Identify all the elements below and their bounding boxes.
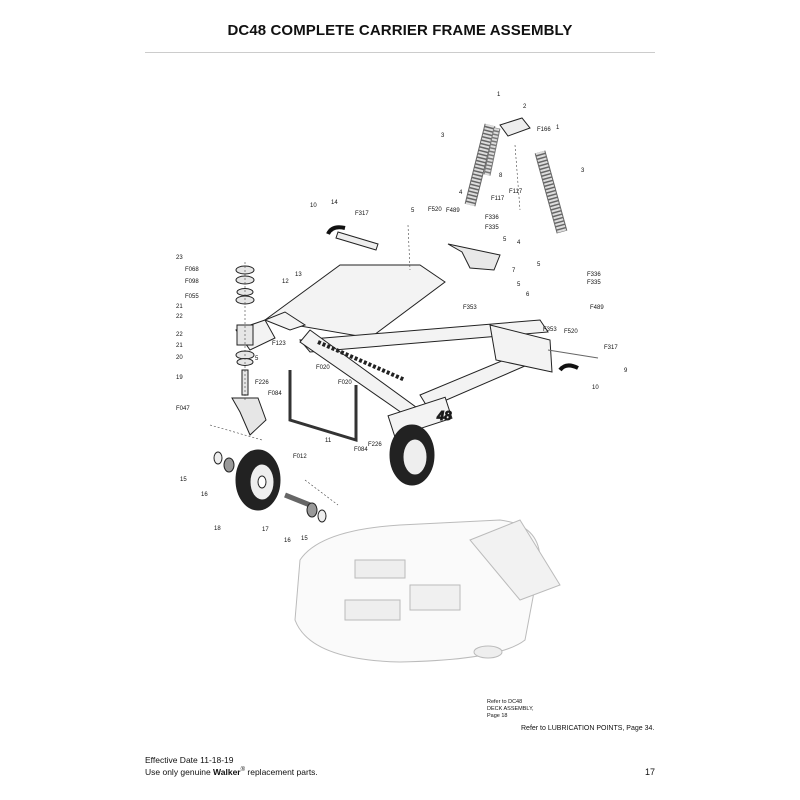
callout: F317: [355, 211, 369, 217]
seal-15b: [317, 509, 327, 523]
callout: F068: [185, 267, 199, 273]
callout: 10: [592, 385, 599, 391]
callout: 20: [176, 355, 183, 361]
callout: 16: [201, 492, 208, 498]
callout: F084: [268, 391, 282, 397]
spring-left: [464, 123, 496, 207]
callout: 10: [310, 203, 317, 209]
parts-notice: Use only genuine Walker® replacement par…: [145, 767, 318, 777]
callout: F317: [604, 345, 618, 351]
callout: 23: [176, 255, 183, 261]
callout: 22: [176, 332, 183, 338]
deck-ref-line2: DECK ASSEMBLY,: [487, 706, 534, 712]
callout: 14: [331, 200, 338, 206]
lubrication-reference: Refer to LUBRICATION POINTS, Page 34.: [521, 725, 655, 732]
callout: 4: [517, 240, 521, 246]
callout: 5: [537, 262, 541, 268]
page-number: 17: [645, 767, 656, 777]
callout: 15: [180, 477, 187, 483]
callout: F084: [354, 447, 368, 453]
callout: 8: [499, 173, 503, 179]
spring-middle: [483, 127, 501, 176]
bracket-11: [288, 370, 358, 443]
caster-wheel-left: [235, 449, 281, 511]
notice-prefix: Use only genuine: [145, 767, 214, 777]
spring-right: [534, 150, 568, 234]
brand-name: Walker: [213, 767, 241, 777]
callout: 1: [497, 92, 501, 98]
callout: F020: [338, 380, 352, 386]
axle: [284, 492, 311, 508]
bearing-16b: [306, 502, 318, 518]
callout: F520: [564, 329, 578, 335]
callout: 17: [262, 527, 269, 533]
notice-suffix: replacement parts.: [245, 767, 318, 777]
frame-decal: 48: [436, 408, 452, 423]
callout: F336: [485, 215, 499, 221]
callout: 1: [556, 125, 560, 131]
callout: 2: [523, 104, 527, 110]
caster-stack: [231, 265, 267, 436]
callout: 7: [512, 268, 516, 274]
deck-assembly: [294, 519, 561, 663]
bearing-16a: [223, 457, 235, 473]
callout: F117: [491, 196, 505, 202]
callout: 11: [325, 438, 332, 444]
callout: 3: [581, 168, 585, 174]
caster-wheel-right: [389, 424, 435, 486]
page-title: DC48 COMPLETE CARRIER FRAME ASSEMBLY: [227, 22, 573, 39]
callout: F020: [316, 365, 330, 371]
deck-reference: Refer to DC48 DECK ASSEMBLY, Page 18: [487, 699, 534, 720]
callout: F226: [255, 380, 269, 386]
callout: F123: [272, 341, 286, 347]
callout: 5: [503, 237, 507, 243]
callout: F047: [176, 406, 190, 412]
callout: F335: [485, 225, 499, 231]
callout: 4: [459, 190, 463, 196]
callout: 18: [214, 526, 221, 532]
pivot-pin: [335, 231, 379, 251]
callout: 21: [176, 343, 183, 349]
callout: F226: [368, 442, 382, 448]
callout: 16: [284, 538, 291, 544]
registered-mark: ®: [240, 767, 246, 774]
callout: F117: [509, 189, 523, 195]
rubber-grip-right: [558, 363, 579, 372]
callout: F353: [463, 305, 477, 311]
callout: 15: [301, 536, 308, 542]
callout: F098: [185, 279, 199, 285]
rubber-grip-left: [326, 225, 346, 235]
spring-bracket: [499, 117, 531, 137]
callout: 19: [176, 375, 183, 381]
callout: 5: [517, 282, 521, 288]
effective-date: Effective Date 11-18-19: [145, 755, 234, 765]
seal-15a: [213, 451, 223, 465]
callout: F012: [293, 454, 307, 460]
callout: 6: [526, 292, 530, 298]
callout: F489: [446, 208, 460, 214]
callout: F055: [185, 294, 199, 300]
callout: 22: [176, 314, 183, 320]
title-divider: [145, 52, 655, 53]
callout: F166: [537, 127, 551, 133]
callout: F336: [587, 272, 601, 278]
callout: 13: [295, 272, 302, 278]
deck-ref-line3: Page 18: [487, 713, 508, 719]
callout: F335: [587, 280, 601, 286]
callout: 12: [282, 279, 289, 285]
callout: 3: [441, 133, 445, 139]
carrier-frame: [235, 264, 553, 438]
callout: 5: [255, 356, 259, 362]
callout: 21: [176, 304, 183, 310]
callout: 9: [624, 368, 628, 374]
callout: F353: [543, 327, 557, 333]
pivot-lever: [447, 243, 501, 271]
deck-ref-line1: Refer to DC48: [487, 699, 523, 705]
callout: F520: [428, 207, 442, 213]
callout: F489: [590, 305, 604, 311]
callout: 5: [411, 208, 415, 214]
